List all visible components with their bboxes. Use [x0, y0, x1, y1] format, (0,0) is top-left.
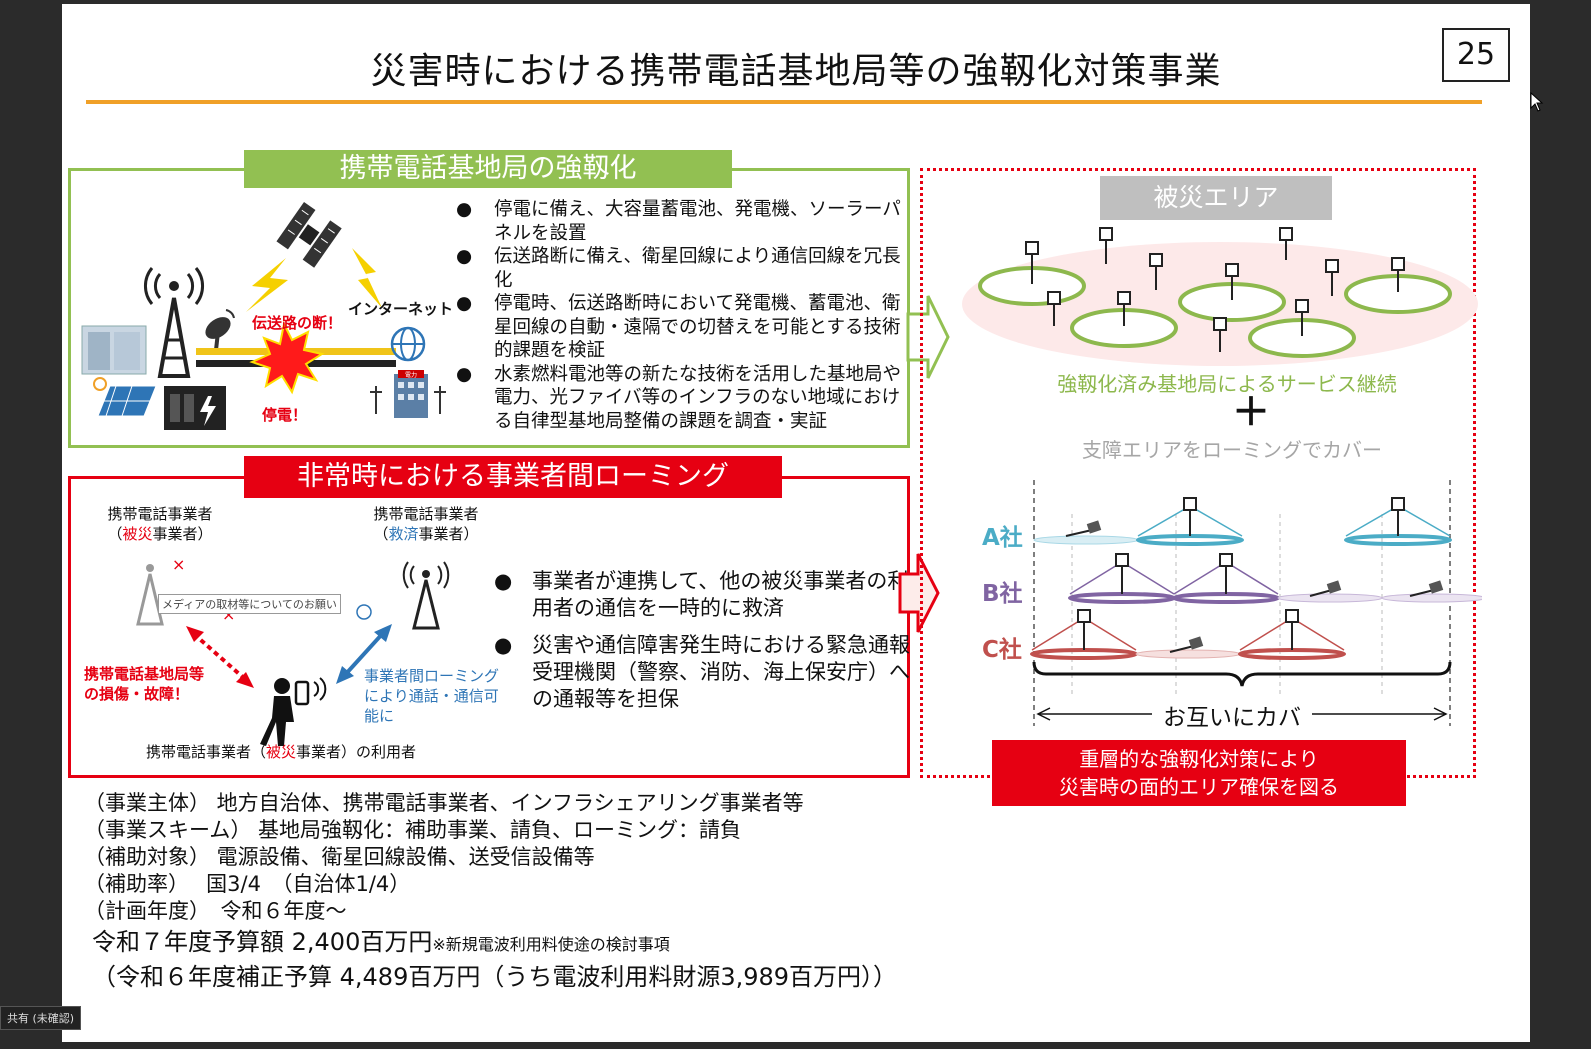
affected-user-label: 携帯電話事業者（被災事業者）の利用者	[146, 743, 417, 761]
power-outage-label: 停電！	[262, 406, 307, 424]
satellite-icon	[276, 202, 342, 268]
company-a-row	[1033, 497, 1452, 546]
resilience-illustration: 電力 伝送路の断！ インターネット 停電！	[81, 202, 453, 430]
roaming-bullet-list: 事業者が連携して、他の被災事業者の利用者の通信を一時的に救済 災害や通信障害発生…	[492, 568, 912, 723]
base-station-tower-icon	[144, 267, 204, 378]
project-info: （事業主体） 地方自治体、携帯電話事業者、インフラシェアリング事業者等 （事業ス…	[84, 790, 804, 925]
red-arrow-icon	[898, 553, 940, 633]
equipment-photo-icon	[81, 325, 147, 375]
company-b-label: B社	[982, 581, 1023, 607]
roaming-cover-caption: 支障エリアをローミングでカバー	[1082, 438, 1382, 462]
coverage-diagram	[962, 227, 1478, 366]
lightning-right-icon	[352, 248, 382, 308]
plus-sign: ＋	[1232, 390, 1271, 434]
roaming-bullet: 災害や通信障害発生時における緊急通報受理機関（警察、消防、海上保安庁）への通報等…	[492, 632, 912, 713]
resilience-heading: 携帯電話基地局の強靱化	[244, 150, 732, 188]
explosion-icon	[249, 320, 325, 395]
internet-label: インターネット	[348, 300, 453, 318]
share-status-badge[interactable]: 共有 (未確認)	[0, 1006, 82, 1030]
info-line: （事業スキーム） 基地局強靱化：補助事業、請負、ローミング：請負	[84, 818, 742, 842]
rescue-tower-icon	[402, 561, 450, 630]
power-company-building-icon: 電力	[370, 370, 446, 418]
resilience-bullet: 停電に備え、大容量蓄電池、発電機、ソーラーパネルを設置	[454, 198, 906, 245]
victim-carrier-label: 携帯電話事業者 （被災事業者）	[107, 505, 213, 543]
company-c-label: C社	[982, 637, 1022, 663]
info-line: （補助率） 国3/4 （自治体1/4）	[84, 872, 411, 896]
power-company-sign: 電力	[405, 371, 417, 379]
phone-user-icon	[260, 677, 327, 746]
resilience-bullet-list: 停電に備え、大容量蓄電池、発電機、ソーラーパネルを設置 伝送路断に備え、衛星回線…	[454, 198, 906, 433]
company-a-label: A社	[982, 525, 1023, 551]
mutual-cover-diagram	[1030, 480, 1482, 726]
budget-main: 令和７年度予算額 2,400百万円	[92, 928, 433, 956]
title-underline	[86, 100, 1482, 104]
disaster-area-heading: 被災エリア	[1100, 176, 1332, 220]
green-arrow-icon	[906, 295, 950, 379]
cable-cut-label: 伝送路の断！	[252, 314, 342, 332]
base-station-icons	[1025, 227, 1405, 352]
roaming-bullet: 事業者が連携して、他の被災事業者の利用者の通信を一時的に救済	[492, 568, 912, 622]
internet-globe-icon	[390, 326, 426, 362]
battery-generator-icon	[164, 386, 226, 430]
slide-title: 災害時における携帯電話基地局等の強靱化対策事業	[370, 51, 1222, 92]
info-line: （事業主体） 地方自治体、携帯電話事業者、インフラシェアリング事業者等	[84, 791, 804, 815]
slide: 災害時における携帯電話基地局等の強靱化対策事業 25 携帯電話基地局の強靱化	[62, 4, 1530, 1042]
rescue-carrier-label: 携帯電話事業者 （救済事業者）	[373, 505, 479, 543]
summary-banner: 重層的な強靱化対策により 災害時の面的エリア確保を図る	[992, 740, 1406, 806]
satellite-dish-icon	[205, 309, 235, 351]
roaming-arrow-icon	[336, 624, 392, 684]
budget-note: ※新規電波利用料使途の検討事項	[432, 935, 670, 954]
lightning-left-icon	[246, 258, 288, 312]
service-continuation-caption: 強靱化済み基地局によるサービス継続	[1057, 372, 1397, 396]
roaming-enabled-label: 事業者間ローミングにより通話・通信可能に	[364, 667, 500, 725]
company-b-row	[1068, 553, 1482, 604]
coverage-cells	[978, 266, 1452, 358]
damage-label: 携帯電話基地局等の損傷・故障！	[84, 665, 205, 703]
budget-supplementary: （令和６年度補正予算 4,489百万円（うち電波利用料財源3,989百万円））	[92, 963, 898, 991]
roaming-heading: 非常時における事業者間ローミング	[244, 456, 782, 498]
media-request-tooltip[interactable]: メディアの取材等についてのお願い	[158, 594, 341, 614]
info-line: （補助対象） 電源設備、衛星回線設備、送受信設備等	[84, 845, 595, 869]
roaming-illustration: × ×	[136, 555, 450, 746]
resilience-bullet: 伝送路断に備え、衛星回線により通信回線を冗長化	[454, 245, 906, 292]
svg-text:×: ×	[172, 555, 185, 574]
resilience-bullet: 停電時、伝送路断時において発電機、蓄電池、衛星回線の自動・遠隔での切替えを可能と…	[454, 292, 906, 363]
page-number: 25	[1442, 28, 1510, 82]
damage-arrow-icon	[186, 626, 254, 688]
company-c-row	[1030, 609, 1346, 660]
budget-info: 令和７年度予算額 2,400百万円※新規電波利用料使途の検討事項 （令和６年度補…	[92, 926, 897, 993]
ok-circle-icon	[356, 604, 372, 620]
mouse-cursor-icon	[1530, 92, 1544, 112]
solar-panel-icon	[93, 377, 157, 417]
resilience-bullet: 水素燃料電池等の新たな技術を活用した基地局や電力、光ファイバ等のインフラのない地…	[454, 363, 906, 434]
brace-icon	[1032, 661, 1452, 687]
info-line: （計画年度） 令和６年度～	[84, 899, 347, 923]
